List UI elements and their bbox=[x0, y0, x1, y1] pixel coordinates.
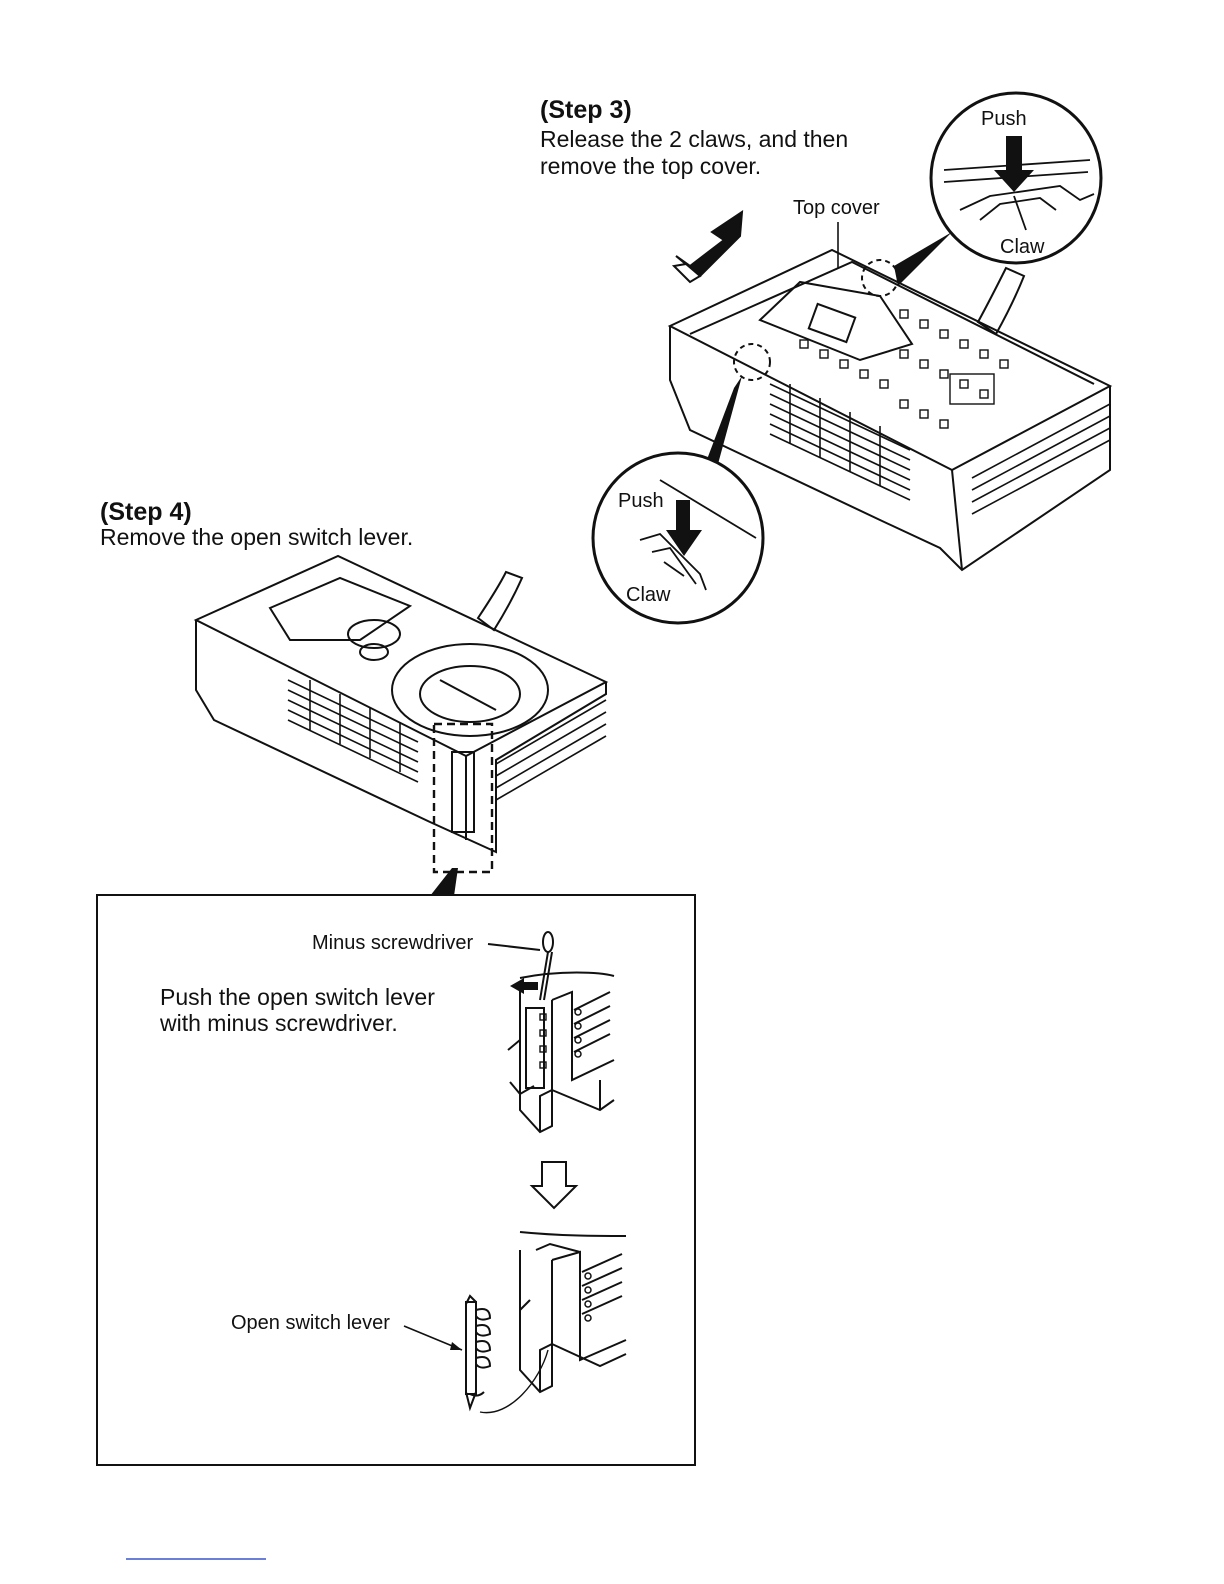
inset-instruction-line2: with minus screwdriver. bbox=[160, 1010, 398, 1037]
lever-part-before bbox=[508, 973, 614, 1133]
open-switch-lever-part bbox=[466, 1296, 548, 1413]
inset-instruction-line1: Push the open switch lever bbox=[160, 984, 435, 1011]
label-minus-screwdriver: Minus screwdriver bbox=[312, 932, 473, 954]
down-arrow-icon bbox=[532, 1162, 576, 1208]
label-open-switch-lever: Open switch lever bbox=[231, 1312, 390, 1334]
bottom-link-underline[interactable] bbox=[126, 1558, 266, 1560]
lever-part-after bbox=[520, 1232, 626, 1392]
